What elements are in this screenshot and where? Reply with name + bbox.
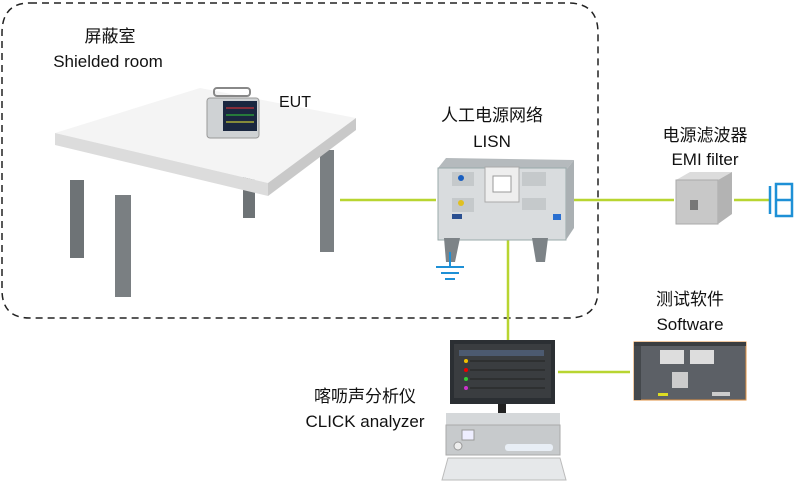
ground-icon — [436, 252, 464, 280]
emi-filter-label-zh: 电源滤波器 — [662, 126, 748, 145]
eut-device — [206, 87, 260, 139]
cables — [340, 198, 770, 374]
emi-filter-label-en: EMI filter — [671, 150, 739, 169]
emi-filter-device — [675, 172, 732, 225]
eut-label: EUT — [279, 94, 311, 111]
software-label-en: Software — [656, 315, 724, 334]
click-analyzer-device — [441, 340, 567, 481]
power-plug-icon — [768, 182, 794, 218]
shielded-room-boundary — [1, 2, 599, 319]
software-label-zh: 测试软件 — [656, 290, 724, 309]
test-table — [55, 88, 356, 297]
shielded-room-label-zh: 屏蔽室 — [84, 27, 136, 46]
analyzer-label-zh: 喀呖声分析仪 — [314, 387, 416, 406]
lisn-device — [437, 158, 574, 262]
analyzer-label-en: CLICK analyzer — [305, 412, 425, 431]
software-screenshot — [633, 341, 747, 401]
shielded-room-label-en: Shielded room — [53, 52, 163, 71]
lisn-label-zh: 人工电源网络 — [441, 106, 543, 125]
lisn-label-en: LISN — [473, 132, 511, 151]
